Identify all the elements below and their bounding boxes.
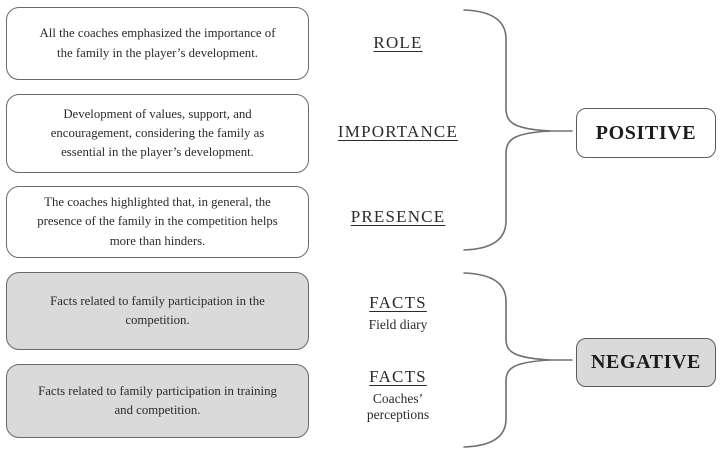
- category-label-facts-coaches: FACTS Coaches’ perceptions: [328, 367, 468, 423]
- theme-box-facts-field-diary: Facts related to family participation in…: [6, 272, 309, 350]
- category-label-facts1-title: FACTS: [369, 293, 427, 312]
- category-label-importance: IMPORTANCE: [328, 122, 468, 142]
- theme-box-presence-text: The coaches highlighted that, in general…: [37, 195, 278, 248]
- category-label-role-title: ROLE: [373, 33, 423, 52]
- theme-box-role-text: All the coaches emphasized the importanc…: [39, 26, 276, 60]
- outcome-box-negative: NEGATIVE: [576, 338, 716, 387]
- category-label-importance-title: IMPORTANCE: [337, 122, 459, 141]
- theme-box-facts-coaches-text: Facts related to family participation in…: [38, 383, 277, 417]
- theme-box-presence: The coaches highlighted that, in general…: [6, 186, 309, 258]
- brace-negative: [463, 272, 551, 448]
- theme-box-facts-coaches: Facts related to family participation in…: [6, 364, 309, 438]
- category-label-role: ROLE: [328, 33, 468, 53]
- category-label-facts-field-diary: FACTS Field diary: [328, 293, 468, 333]
- theme-box-importance: Development of values, support, and enco…: [6, 94, 309, 173]
- brace-positive: [463, 9, 551, 251]
- category-label-facts2-subtitle: Coaches’ perceptions: [366, 391, 430, 422]
- outcome-box-positive-label: POSITIVE: [595, 121, 697, 144]
- theme-box-facts-field-diary-text: Facts related to family participation in…: [50, 293, 265, 327]
- theme-box-role: All the coaches emphasized the importanc…: [6, 7, 309, 80]
- category-label-presence: PRESENCE: [328, 207, 468, 227]
- theme-box-importance-text: Development of values, support, and enco…: [50, 106, 265, 160]
- category-label-facts2-title: FACTS: [369, 367, 427, 386]
- category-label-presence-title: PRESENCE: [350, 207, 446, 226]
- outcome-box-negative-label: NEGATIVE: [590, 351, 701, 373]
- outcome-box-positive: POSITIVE: [576, 108, 716, 158]
- category-label-facts1-subtitle: Field diary: [368, 317, 428, 332]
